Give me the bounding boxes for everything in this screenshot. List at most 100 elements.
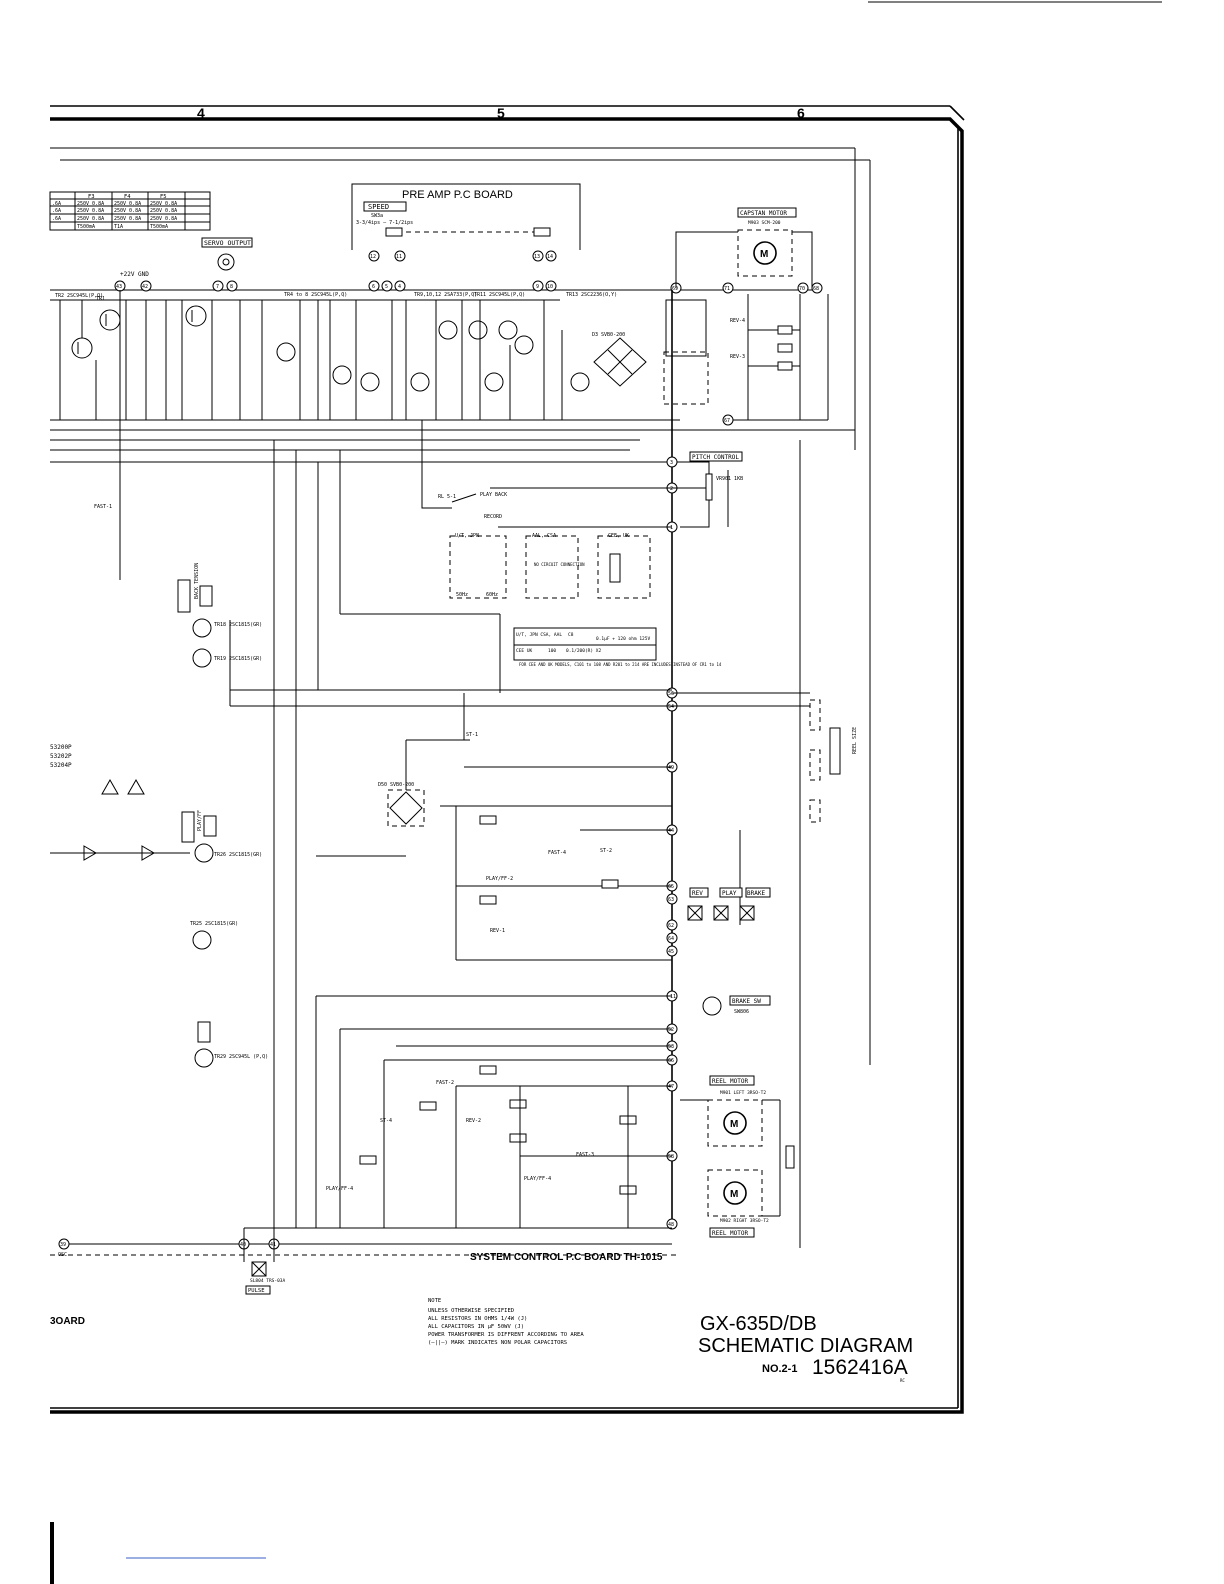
vr901-label: VR901 1KB xyxy=(716,476,743,482)
fuse-cell: 250V 0.8A xyxy=(114,216,141,222)
reel-motors: REEL MOTOR M901 LEFT 3RSO-T2 M M M902 RI… xyxy=(680,1075,795,1238)
tr2-label: TR2 2SC945L(P,Q) xyxy=(55,293,103,299)
node-label: 45 xyxy=(668,949,674,955)
amp-wiring xyxy=(59,300,563,420)
node-label: 54 xyxy=(668,704,674,710)
node-label: 70 xyxy=(799,286,805,292)
right-column-nodes: 67 3 2 1 56 54 49 44 65 63 62 64 45 11 5… xyxy=(666,414,734,1230)
model-number: 53202P xyxy=(50,753,72,760)
node-label: 48 xyxy=(668,1222,674,1228)
variant-boxes: U/T, JPN 50Hz 60Hz AAL, CSA NO CIRCUIT C… xyxy=(449,533,651,599)
fuse-cell: 250V 0.8A xyxy=(77,216,104,222)
node-label: 65 xyxy=(668,884,674,890)
relay-fast2: FAST-2 xyxy=(436,1080,454,1086)
supply-label: +22V GND xyxy=(120,271,149,278)
node-label: 11 xyxy=(670,994,676,1000)
node-label: 39 xyxy=(60,1242,66,1248)
transistor-labels-upper: TR2 2SC945L(P,Q) TR1 TR4 to 8 2SC945L(P,… xyxy=(55,292,617,302)
top-connectors: 43 42 7 8 12 11 6 5 4 13 14 9 10 69 71 7… xyxy=(114,250,823,294)
fuse-cell: T500mA xyxy=(150,224,168,230)
fuse-cell: 250V 0.8A xyxy=(150,208,177,214)
bridge-rectifier-d50: D50 SVB0-200 xyxy=(378,782,425,827)
capstan-motor-model: M903 SCM-200 xyxy=(748,220,781,226)
variant-table-cell: U/T, JPN CSA, AAL xyxy=(516,632,562,638)
note-line: ALL RESISTORS IN OHMS 1/4W (J) xyxy=(428,1316,527,1322)
variant-table-cell: 0.1µF + 120 ohm 125V xyxy=(596,636,650,642)
fuse-cell: .6A xyxy=(52,216,61,222)
node-label: 47 xyxy=(668,1084,674,1090)
left-board-label: 3OARD xyxy=(50,1316,85,1327)
note-line: POWER TRANSFORMER IS DIFFRENT ACCORDING … xyxy=(428,1332,584,1338)
drawing-number: 1562416A xyxy=(812,1356,908,1379)
node-label: 40 xyxy=(240,1242,246,1248)
brake-label: BRAKE xyxy=(747,890,765,897)
note-line: ALL CAPACITORS IN µF 50WV (J) xyxy=(428,1324,524,1330)
grid-col-5: 5 xyxy=(497,105,505,121)
tr9-12-label: TR9,10,12 2SA733(P,Q) xyxy=(414,292,477,298)
node-label: 4 xyxy=(398,284,401,290)
brake-switch-icon xyxy=(702,996,722,1016)
rev-solenoid-icon xyxy=(687,905,703,921)
capstan-motor: CAPSTAN MOTOR M903 SCM-200 M xyxy=(675,207,813,288)
fuse-cell: 250V 0.8A xyxy=(77,208,104,214)
relay-playff2: PLAY/FF-4 xyxy=(326,1186,353,1192)
variant-a-label: U/T, JPN xyxy=(455,533,479,539)
play-ff-label: PLAY/FF xyxy=(197,810,203,831)
reel-left-label: M901 LEFT 3RSO-T2 xyxy=(720,1090,766,1096)
variant-table-cell: 100 xyxy=(548,648,556,654)
top-bus xyxy=(50,289,855,463)
bottom-connectors: 39 40 41 OSC SL804 TRS-03A PULSE xyxy=(58,1228,286,1295)
relay-labels-mid: ST-2 FAST-4 PLAY/FF-2 REV-1 xyxy=(455,806,741,960)
reel-right-motor-icon xyxy=(723,1181,747,1205)
node-label: 13 xyxy=(534,254,540,260)
node-label: 5 xyxy=(385,284,388,290)
note-heading: NOTE xyxy=(428,1298,441,1304)
fuse-cell: .6A xyxy=(52,201,61,207)
preamp-board: PRE AMP P.C BOARD SPEED SW3a 3-3/4ips — … xyxy=(351,183,581,250)
capstan-relays: REV-4 REV-3 xyxy=(730,294,801,420)
model-number-title: GX-635D/DB xyxy=(700,1313,817,1335)
play-label: PLAY xyxy=(722,890,737,897)
reel-size-switch: REEL SIZE xyxy=(672,692,858,823)
note-line: (—||—) MARK INDICATES NON POLAR CAPACITO… xyxy=(428,1340,567,1346)
servo-output-jack-icon xyxy=(217,253,235,271)
node-label: 71 xyxy=(724,286,730,292)
relay-playff4: PLAY/FF-4 xyxy=(524,1176,551,1182)
freq-b: 60Hz xyxy=(486,592,498,598)
node-label: 49 xyxy=(668,765,674,771)
tr19-label: TR19 2SC1815(GR) xyxy=(214,656,262,662)
relay-fast4: FAST-4 xyxy=(548,850,566,856)
board-outline xyxy=(50,147,871,1256)
capstan-motor-label: CAPSTAN MOTOR xyxy=(740,210,787,217)
relay-st4: ST-4 xyxy=(380,1118,392,1124)
relay-rev4: REV-4 xyxy=(730,318,745,324)
node-label: 56 xyxy=(668,691,674,697)
fast1-label: FAST-1 xyxy=(94,504,112,510)
reel-motor-bottom-label: REEL MOTOR xyxy=(712,1230,749,1237)
pulse-sensor-icon xyxy=(251,1261,267,1277)
brake-sw-id: SW806 xyxy=(734,1009,749,1015)
servo-output: SERVO OUTPUT xyxy=(201,237,253,271)
node-label: 69 xyxy=(672,286,678,292)
reel-motor-top-label: REEL MOTOR xyxy=(712,1078,749,1085)
variant-table: U/T, JPN CSA, AAL C8 0.1µF + 120 ohm 125… xyxy=(513,627,722,667)
node-label: 63 xyxy=(668,897,674,903)
capstan-relay-box xyxy=(663,351,709,405)
bridge-rectifier-d3: D3 SVB0-200 xyxy=(592,332,647,387)
variant-table-cell: 0.1/200(R) X2 xyxy=(566,648,602,654)
tr26-label: TR26 2SC1815(GR) xyxy=(214,852,262,858)
ic-gates xyxy=(50,778,190,861)
pulse-label: PULSE xyxy=(248,1288,265,1294)
fuse-header-f4: F4 xyxy=(124,194,131,200)
tr29-label: TR29 2SC945L (P,Q) xyxy=(214,1054,268,1060)
speed-label: SPEED xyxy=(368,203,389,211)
back-tension-label: BACK TENSION xyxy=(194,563,200,599)
node-label: 42 xyxy=(142,284,148,290)
bridge1-label: D3 SVB0-200 xyxy=(592,332,625,338)
node-label: 2 xyxy=(670,486,673,492)
system-control-board-label: SYSTEM CONTROL P.C BOARD TH-1015 xyxy=(470,1252,663,1263)
capstan-resistor-block xyxy=(665,299,707,357)
pitch-control: PITCH CONTROL VR901 1KB xyxy=(672,451,743,528)
play-ff-block: PLAY/FF TR26 2SC1815(GR) TR25 2SC1815(GR… xyxy=(181,810,268,1068)
model-number: 53204P xyxy=(50,762,72,769)
